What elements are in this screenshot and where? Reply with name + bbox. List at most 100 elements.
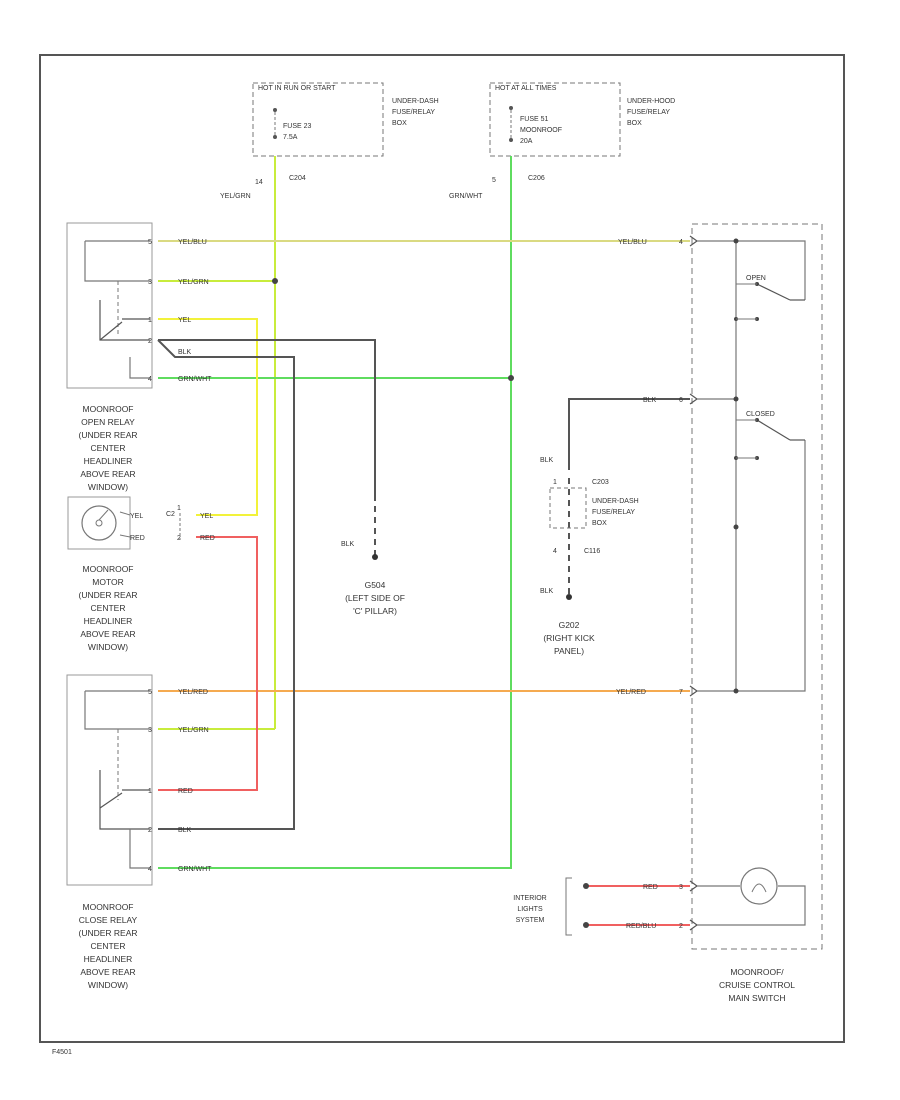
close-relay-wire-3: RED [178, 788, 193, 795]
fuse-23-box-line3: BOX [392, 120, 407, 127]
close-relay-wire-4: BLK [178, 827, 192, 834]
ground-g202-pin-b: 4 [553, 548, 557, 555]
open-relay-caption-2: OPEN RELAY [81, 417, 135, 427]
motor-caption-7: WINDOW) [88, 642, 128, 652]
close-relay-caption-3: (UNDER REAR [78, 928, 137, 938]
motor-connector: C2 [166, 511, 175, 518]
fuse-51-pin: 5 [492, 177, 496, 184]
open-relay-caption-7: WINDOW) [88, 482, 128, 492]
open-relay-wire-1: YEL/BLU [178, 239, 207, 246]
ground-g202-caption-1: G202 [559, 620, 580, 630]
ground-g504-wire: BLK [341, 541, 355, 548]
switch-caption-1: MOONROOF/ [730, 967, 784, 977]
fuse-23-block: HOT IN RUN OR START FUSE 23 7.5A UNDER-D… [220, 82, 439, 200]
switch-open-label: OPEN [746, 275, 766, 282]
wire-red-motor [158, 536, 258, 791]
open-relay-caption-5: HEADLINER [84, 456, 133, 466]
wire-grn-wht-main [158, 156, 512, 869]
close-relay-pin-5: 4 [148, 866, 152, 873]
interior-lights-line-1: INTERIOR [513, 895, 546, 902]
close-relay-pin-1: 5 [148, 689, 152, 696]
wire-blk-return [157, 339, 295, 830]
fuse-51-connector: C206 [528, 175, 545, 182]
close-relay-wire-2: YEL/GRN [178, 727, 209, 734]
motor-caption-5: HEADLINER [84, 616, 133, 626]
motor-caption-1: MOONROOF [83, 564, 134, 574]
splice-grn-wht [508, 375, 514, 381]
close-relay-pin-4: 2 [148, 827, 152, 834]
switch-wire-red: RED [643, 884, 658, 891]
open-relay-pin-2: 3 [148, 279, 152, 286]
ground-g202-box-1: UNDER-DASH [592, 498, 639, 505]
fuse-51-block: HOT AT ALL TIMES FUSE 51 MOONROOF 20A UN… [449, 82, 675, 200]
switch-wire-red-blu: RED/BLU [626, 923, 656, 930]
fuse-23-rating: 7.5A [283, 134, 298, 141]
switch-wire-top: YEL/BLU [618, 239, 647, 246]
open-relay-wire-5: GRN/WHT [178, 376, 212, 383]
motor-icon [81, 505, 117, 541]
ground-g202-caption-2: (RIGHT KICK [543, 633, 595, 643]
switch-caption-2: CRUISE CONTROL [719, 980, 795, 990]
open-relay-wire-4: BLK [178, 349, 192, 356]
ground-g202-point [566, 594, 572, 600]
close-relay-caption-6: ABOVE REAR [80, 967, 135, 977]
ground-g504-point [372, 554, 378, 560]
close-relay-caption-7: WINDOW) [88, 980, 128, 990]
open-relay-pin-4: 2 [148, 338, 152, 345]
motor-wire-top-right: YEL [200, 513, 213, 520]
open-relay-caption-6: ABOVE REAR [80, 469, 135, 479]
switch-pin-red: 3 [679, 884, 683, 891]
fuse-23-pin: 14 [255, 179, 263, 186]
open-relay-wire-3: YEL [178, 317, 191, 324]
motor-wire-bottom-right: RED [200, 535, 215, 542]
open-relay-pin-3: 1 [148, 317, 152, 324]
figure-code: F4501 [52, 1049, 72, 1056]
close-relay-caption-5: HEADLINER [84, 954, 133, 964]
fuse-51-box-line2: FUSE/RELAY [627, 109, 670, 116]
ground-g504: BLK G504 (LEFT SIDE OF 'C' PILLAR) [341, 541, 405, 616]
fuse-51-rating: 20A [520, 138, 533, 145]
ground-g202-caption-3: PANEL) [554, 646, 584, 656]
ground-g202-conn-b: C116 [584, 548, 600, 555]
open-relay: 5 3 1 2 4 YEL/BLU YEL/GRN YEL BLK GRN/WH… [66, 222, 212, 492]
ground-g202-pin-a: 1 [553, 479, 557, 486]
fuse-23-connector: C204 [289, 175, 306, 182]
switch-wire-mid: BLK [643, 397, 657, 404]
close-relay-caption-4: CENTER [91, 941, 126, 951]
fuse-51-box-line1: UNDER-HOOD [627, 98, 675, 105]
fuse-23-header: HOT IN RUN OR START [258, 85, 336, 92]
motor-caption-2: MOTOR [92, 577, 123, 587]
fuse-23-box-line1: UNDER-DASH [392, 98, 439, 105]
switch-pin-red-blu: 2 [679, 923, 683, 930]
open-relay-wire-2: YEL/GRN [178, 279, 209, 286]
ground-g202-wire-bottom: BLK [540, 588, 554, 595]
ground-g504-caption-3: 'C' PILLAR) [353, 606, 397, 616]
switch-closed-label: CLOSED [746, 411, 775, 418]
close-relay-caption-2: CLOSE RELAY [79, 915, 138, 925]
main-switch: OPEN CLOSED YEL/BLU 4 BLK 6 YEL/RED 7 RE… [616, 223, 823, 1003]
ground-g202-box-2: FUSE/RELAY [592, 509, 635, 516]
open-relay-caption-1: MOONROOF [83, 404, 134, 414]
ground-g202: BLK 1 C203 UNDER-DASH FUSE/RELAY BOX 4 C… [540, 457, 639, 656]
switch-pin-top: 4 [679, 239, 683, 246]
fuse-23-name: FUSE 23 [283, 123, 312, 130]
motor-pin-a: 1 [177, 505, 181, 512]
diagram-frame [39, 54, 845, 1043]
fuse-51-wire-label: GRN/WHT [449, 193, 483, 200]
open-relay-pin-1: 5 [148, 239, 152, 246]
motor-caption-6: ABOVE REAR [80, 629, 135, 639]
switch-wire-bot: YEL/RED [616, 689, 646, 696]
interior-lights-system: INTERIOR LIGHTS SYSTEM [513, 877, 572, 936]
close-relay-caption-1: MOONROOF [83, 902, 134, 912]
fuse-51-box-line3: BOX [627, 120, 642, 127]
fuse-23-wire-label: YEL/GRN [220, 193, 251, 200]
motor-caption-4: CENTER [91, 603, 126, 613]
fuse-51-header: HOT AT ALL TIMES [495, 85, 557, 92]
close-relay-pin-2: 3 [148, 727, 152, 734]
wire-blk-g504 [158, 339, 376, 495]
close-relay-wire-1: YEL/RED [178, 689, 208, 696]
splice-yel-grn [272, 278, 278, 284]
motor-caption-3: (UNDER REAR [78, 590, 137, 600]
ground-g202-conn-a: C203 [592, 479, 609, 486]
